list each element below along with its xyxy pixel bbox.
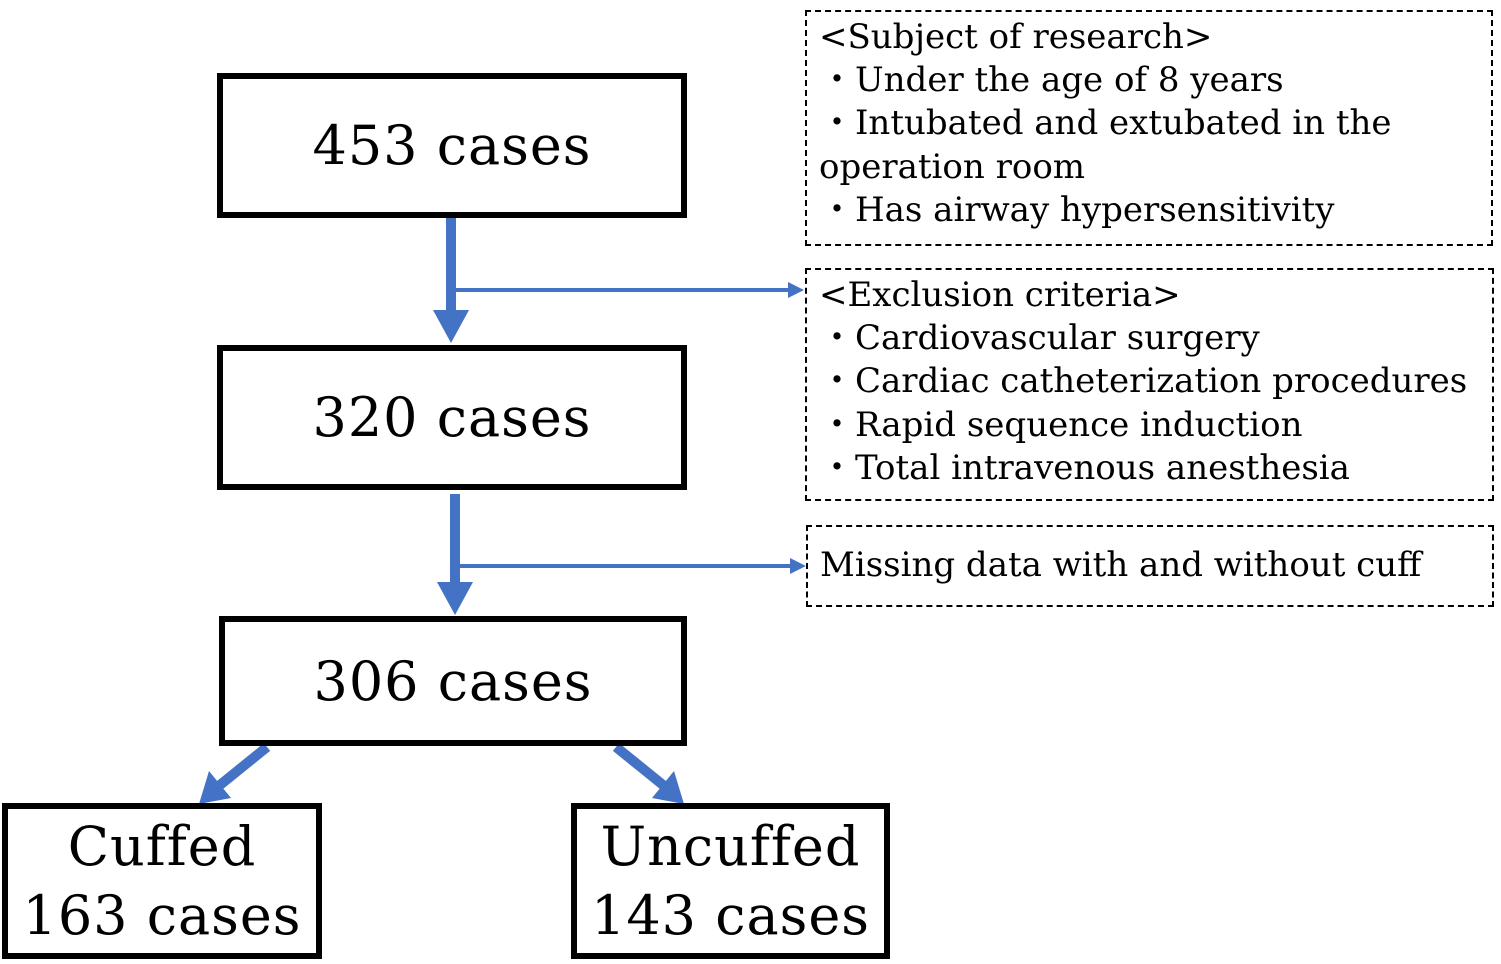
arrowhead-to-cuffed	[199, 771, 231, 804]
box-306-cases: 306 cases	[219, 616, 687, 746]
exclusion-item: Rapid sequence induction	[819, 404, 1484, 447]
subject-item-continuation: operation room	[819, 146, 1086, 187]
uncuffed-count: 143 cases	[590, 884, 871, 947]
exclusion-item: Total intravenous anesthesia	[819, 447, 1484, 490]
exclusion-criteria-box: <Exclusion criteria> Cardiovascular surg…	[805, 268, 1494, 501]
exclusion-item: Cardiovascular surgery	[819, 317, 1484, 360]
subject-of-research-box: <Subject of research> Under the age of 8…	[805, 10, 1493, 246]
missing-data-label: Missing data with and without cuff	[820, 545, 1422, 586]
box-320-cases-label: 320 cases	[312, 386, 592, 449]
arrow-to-cuffed	[216, 743, 271, 789]
box-cuffed: Cuffed 163 cases	[2, 803, 322, 959]
box-306-cases-label: 306 cases	[313, 649, 593, 713]
arrowhead-320-to-306	[437, 582, 473, 615]
box-453-cases-label: 453 cases	[312, 114, 592, 177]
exclusion-item: Cardiac catheterization procedures	[819, 360, 1484, 403]
subject-item: Intubated and extubated in the	[819, 102, 1483, 145]
arrowhead-to-missing	[790, 558, 806, 574]
box-453-cases: 453 cases	[217, 73, 687, 218]
arrowhead-to-uncuffed	[652, 771, 684, 804]
subject-item: Has airway hypersensitivity	[819, 189, 1483, 232]
box-320-cases: 320 cases	[217, 345, 687, 490]
arrowhead-453-to-320	[433, 310, 469, 343]
box-uncuffed: Uncuffed 143 cases	[571, 803, 890, 959]
exclusion-title: <Exclusion criteria>	[819, 275, 1181, 315]
arrow-to-uncuffed	[612, 743, 667, 789]
cuffed-label: Cuffed	[67, 814, 257, 878]
uncuffed-label: Uncuffed	[600, 814, 861, 878]
subject-item: Under the age of 8 years	[819, 59, 1483, 102]
cuffed-count: 163 cases	[22, 884, 302, 947]
missing-data-box: Missing data with and without cuff	[806, 525, 1494, 607]
subject-title: <Subject of research>	[819, 17, 1213, 57]
arrowhead-to-exclusion	[788, 282, 804, 298]
